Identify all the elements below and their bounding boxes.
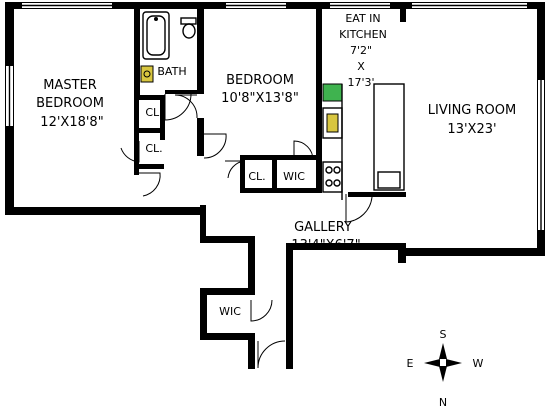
closet-label-2: CL.	[145, 142, 162, 155]
kitchen-line-1: EAT IN	[345, 12, 380, 25]
closet-label-3: CL.	[248, 170, 265, 183]
bath-label: BATH	[157, 65, 186, 78]
kitchen-line-5: 17'3'	[347, 76, 374, 89]
compass-north: N	[439, 396, 447, 409]
closet-label-1: CL.	[145, 106, 162, 119]
kitchen-fixtures	[322, 83, 405, 200]
compass-rose: S N E W	[407, 328, 484, 409]
compass-west: W	[473, 357, 484, 370]
gallery-size: 13'4"X6'7"	[291, 238, 360, 253]
master-bedroom-name-2: BEDROOM	[36, 96, 104, 111]
kitchen-line-3: 7'2"	[350, 44, 372, 57]
bedroom-size: 10'8"X13'8"	[221, 91, 299, 106]
room-labels: MASTER BEDROOM 12'X18'8" BATH BEDROOM 10…	[36, 12, 516, 318]
doors	[120, 93, 373, 369]
bath-fixtures	[140, 11, 197, 83]
bedroom-name: BEDROOM	[226, 73, 294, 88]
interior-walls	[134, 2, 406, 197]
kitchen-line-2: KITCHEN	[339, 28, 387, 41]
living-room-name: LIVING ROOM	[428, 103, 516, 118]
master-bedroom-size: 12'X18'8"	[40, 115, 103, 130]
kitchen-line-4: X	[357, 60, 365, 73]
walk-in-closet-label-2: WIC	[219, 305, 241, 318]
compass-east: E	[407, 357, 414, 370]
master-bedroom-name-1: MASTER	[43, 78, 97, 93]
gallery-name: GALLERY	[294, 220, 352, 235]
windows	[6, 3, 544, 230]
living-room-size: 13'X23'	[447, 122, 496, 137]
walk-in-closet-label-1: WIC	[283, 170, 305, 183]
compass-south: S	[440, 328, 447, 341]
